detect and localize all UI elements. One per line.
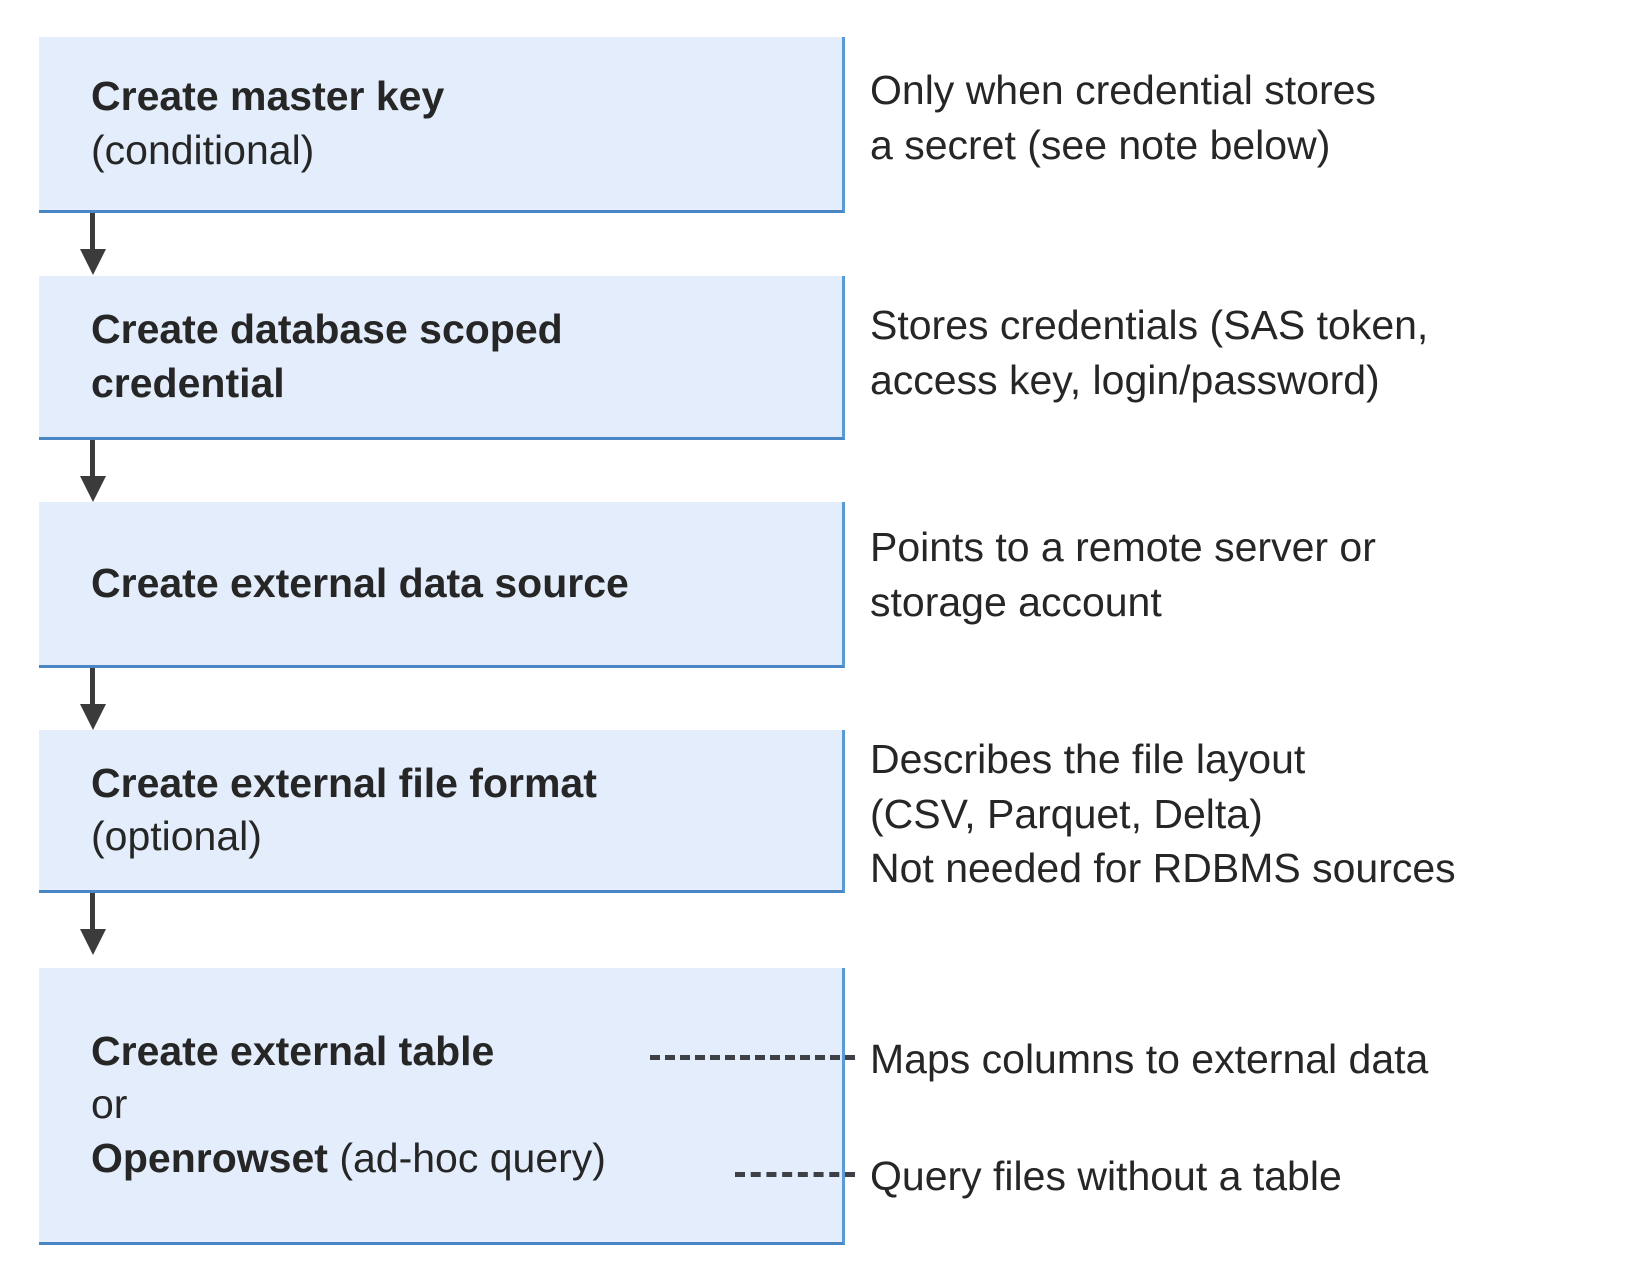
note-line: (CSV, Parquet, Delta) (870, 790, 1263, 837)
note-line: Query files without a table (870, 1153, 1342, 1199)
step-box-create-external-file-format[interactable]: Create external file format (optional) (39, 730, 845, 893)
note-line: storage account (870, 578, 1162, 625)
arrow-down-icon-4 (80, 893, 106, 955)
note-create-external-file-format: Describes the file layout (CSV, Parquet,… (870, 732, 1456, 896)
note-line: Points to a remote server or (870, 524, 1376, 570)
step-title-create-external-file-format: Create external file format (91, 759, 597, 806)
step-box-create-master-key[interactable]: Create master key (conditional) (39, 37, 845, 213)
step-subtitle-create-external-file-format: (optional) (91, 813, 262, 859)
note-create-external-data-source: Points to a remote server or storage acc… (870, 520, 1376, 629)
arrow-down-icon-2 (80, 440, 106, 502)
note-create-master-key: Only when credential stores a secret (se… (870, 63, 1376, 172)
note-create-database-scoped-credential: Stores credentials (SAS token, access ke… (870, 298, 1428, 407)
step-title-create-external-data-source: Create external data source (91, 559, 629, 606)
step-title-line2-create-database-scoped-credential: credential (91, 359, 285, 406)
note-line: Only when credential stores (870, 67, 1376, 113)
step-title-create-database-scoped-credential: Create database scoped (91, 306, 563, 353)
arrow-down-icon-1 (80, 213, 106, 275)
note-create-external-table: Maps columns to external data (870, 1032, 1428, 1087)
note-line: Describes the file layout (870, 736, 1306, 782)
dashed-connector-external-table (650, 1055, 855, 1060)
step-title-openrowset: Openrowset (ad-hoc query) (39, 1132, 842, 1185)
step-connector-or: or (91, 1081, 128, 1128)
step-box-create-database-scoped-credential[interactable]: Create database scoped credential (39, 276, 845, 440)
step-title-create-external-table: Create external table (91, 1028, 495, 1075)
step-box-create-external-data-source[interactable]: Create external data source (39, 502, 845, 668)
note-line: Stores credentials (SAS token, (870, 302, 1429, 348)
note-line: Maps columns to external data (870, 1036, 1429, 1082)
note-openrowset: Query files without a table (870, 1149, 1342, 1204)
step-title-openrowset-bold: Openrowset (91, 1134, 328, 1181)
arrow-down-icon-3 (80, 668, 106, 730)
step-subtitle-create-master-key: (conditional) (91, 126, 315, 173)
note-line: access key, login/password) (870, 356, 1380, 403)
step-title-create-master-key: Create master key (91, 73, 445, 120)
dashed-connector-openrowset (735, 1172, 855, 1177)
note-line: Not needed for RDBMS sources (870, 845, 1456, 892)
note-line: a secret (see note below) (870, 121, 1331, 168)
step-title-openrowset-suffix: (ad-hoc query) (327, 1134, 606, 1181)
step-box-create-external-table-or-openrowset[interactable]: Create external table or Openrowset (ad-… (39, 968, 845, 1245)
